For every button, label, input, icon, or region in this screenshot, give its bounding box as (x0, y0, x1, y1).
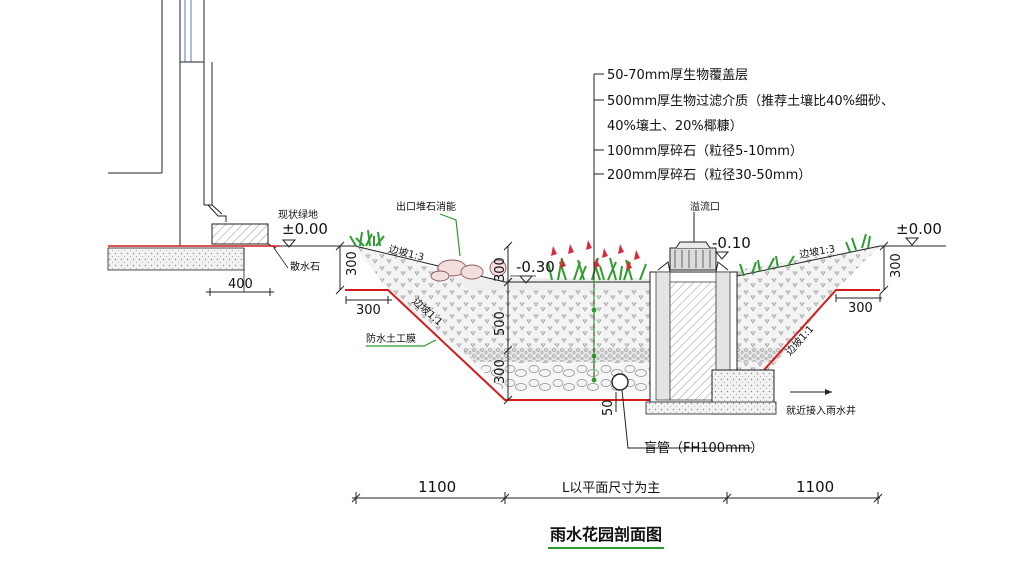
dim-500: 500 (493, 311, 508, 336)
dim-400: 400 (206, 270, 274, 296)
splash-stone-label: 散水石 (290, 260, 320, 273)
overflow-structure (645, 241, 832, 415)
existing-green-label: 现状绿地 (278, 208, 318, 221)
dim-300-right-h: 300 (848, 301, 873, 316)
to-well-label: 就近接入雨水井 (786, 404, 856, 417)
blind-pipe-icon (611, 373, 629, 391)
dim-300-gravel: 300 (493, 359, 508, 384)
dim-bottom (351, 492, 883, 504)
layer-5-text: 200mm厚碎石（粒径30-50mm） (607, 168, 811, 183)
dim-50: 50 (601, 399, 616, 416)
plants-left (349, 229, 385, 247)
splash-stone (211, 223, 277, 249)
overflow-label: 溢流口 (690, 200, 720, 213)
layer-2-text: 500mm厚生物过滤介质（推荐土壤比40%细砂、 (607, 93, 894, 109)
outlet-stones (430, 259, 507, 282)
dim-300-right-v: 300 (889, 253, 904, 278)
layer-3-text: 40%壤土、20%椰糠） (607, 118, 743, 134)
basin-fill (355, 246, 880, 392)
dim-width-mid: L以平面尺寸为主 (562, 481, 660, 496)
dim-300-left-v: 300 (345, 251, 360, 276)
layer-leader (591, 73, 604, 383)
dim-width-left: 1100 (418, 478, 456, 496)
dim-400-label: 400 (228, 277, 253, 292)
membrane-label: 防水土工膜 (366, 332, 416, 345)
drawing-title: 雨水花园剖面图 (550, 525, 662, 544)
elev-left-top-marker (281, 239, 297, 248)
elev-right: ±0.00 (896, 220, 942, 238)
dim-width-right: 1100 (796, 478, 834, 496)
plants-right (739, 233, 871, 277)
layer-1-text: 50-70mm厚生物覆盖层 (607, 68, 748, 83)
blind-pipe-label: 盲管（FH100mm） (644, 440, 763, 456)
elev-overflow: -0.10 (712, 234, 751, 252)
dim-verticals (335, 241, 889, 412)
dim-300-left-h: 300 (356, 303, 381, 318)
elev-bottom-surface: -0.30 (516, 258, 555, 276)
plants-center (547, 240, 647, 281)
outlet-stone-label: 出口堆石消能 (396, 200, 456, 213)
elev-left-top: ±0.00 (282, 220, 328, 238)
dim-300-mid: 300 (493, 257, 508, 282)
building-wall (108, 0, 227, 246)
layer-4-text: 100mm厚碎石（粒径5-10mm） (607, 144, 803, 159)
